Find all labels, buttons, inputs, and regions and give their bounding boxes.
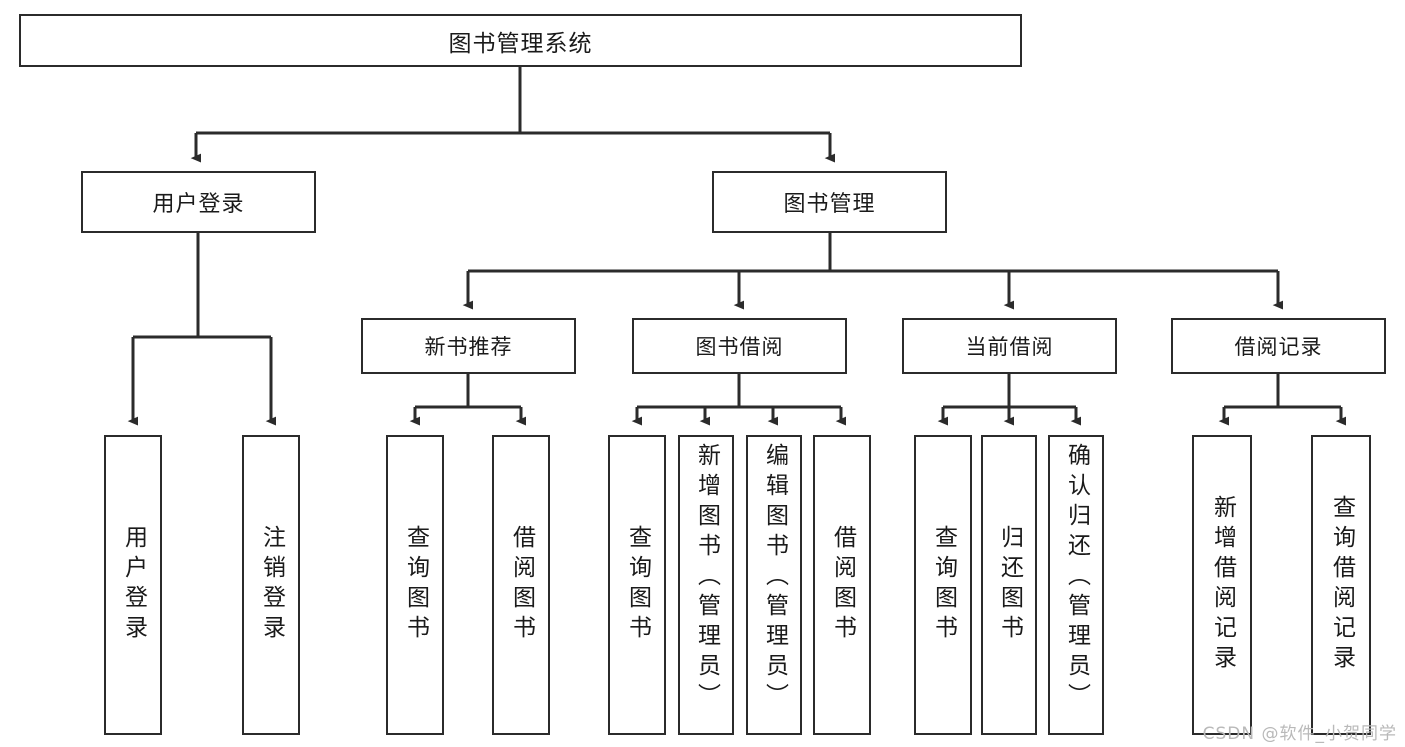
node-book-management[interactable]: 图书管理	[712, 171, 947, 233]
leaf-query-books-current[interactable]: 查询图书	[914, 435, 972, 735]
leaf-borrow-books-borrowing[interactable]: 借阅图书	[813, 435, 871, 735]
leaf-edit-book-admin[interactable]: 编辑图书（管理员）	[746, 435, 802, 735]
node-label: 当前借阅	[965, 335, 1054, 359]
node-book-borrowing[interactable]: 图书借阅	[632, 318, 847, 374]
leaf-label: 归还图书	[996, 525, 1023, 645]
leaf-label: 注销登录	[258, 525, 285, 645]
node-label: 新书推荐	[424, 335, 513, 359]
node-root-book-management-system[interactable]: 图书管理系统	[19, 14, 1022, 67]
node-new-book-recommendation[interactable]: 新书推荐	[361, 318, 576, 374]
node-label: 图书借阅	[695, 335, 784, 359]
leaf-label: 查询图书	[624, 525, 651, 645]
leaf-label: 编辑图书（管理员）	[761, 443, 788, 713]
leaf-label: 用户登录	[120, 525, 147, 645]
leaf-label: 新增图书（管理员）	[693, 443, 720, 713]
leaf-logout[interactable]: 注销登录	[242, 435, 300, 735]
node-label: 图书管理	[783, 192, 876, 217]
leaf-query-borrowing-record[interactable]: 查询借阅记录	[1311, 435, 1371, 735]
node-label: 借阅记录	[1234, 335, 1323, 359]
node-label: 图书管理系统	[448, 30, 593, 57]
leaf-query-books-recommendation[interactable]: 查询图书	[386, 435, 444, 735]
leaf-label: 新增借阅记录	[1209, 495, 1236, 675]
leaf-label: 借阅图书	[508, 525, 535, 645]
node-borrowing-records[interactable]: 借阅记录	[1171, 318, 1386, 374]
leaf-label: 查询借阅记录	[1328, 495, 1355, 675]
leaf-label: 查询图书	[402, 525, 429, 645]
leaf-label: 借阅图书	[829, 525, 856, 645]
leaf-query-books-borrowing[interactable]: 查询图书	[608, 435, 666, 735]
leaf-label: 确认归还（管理员）	[1063, 443, 1090, 713]
leaf-label: 查询图书	[930, 525, 957, 645]
node-label: 用户登录	[152, 192, 245, 217]
node-user-login[interactable]: 用户登录	[81, 171, 316, 233]
leaf-borrow-books-recommendation[interactable]: 借阅图书	[492, 435, 550, 735]
leaf-user-login[interactable]: 用户登录	[104, 435, 162, 735]
leaf-add-borrowing-record[interactable]: 新增借阅记录	[1192, 435, 1252, 735]
leaf-return-books[interactable]: 归还图书	[981, 435, 1037, 735]
leaf-add-book-admin[interactable]: 新增图书（管理员）	[678, 435, 734, 735]
leaf-confirm-return-admin[interactable]: 确认归还（管理员）	[1048, 435, 1104, 735]
node-current-borrowing[interactable]: 当前借阅	[902, 318, 1117, 374]
